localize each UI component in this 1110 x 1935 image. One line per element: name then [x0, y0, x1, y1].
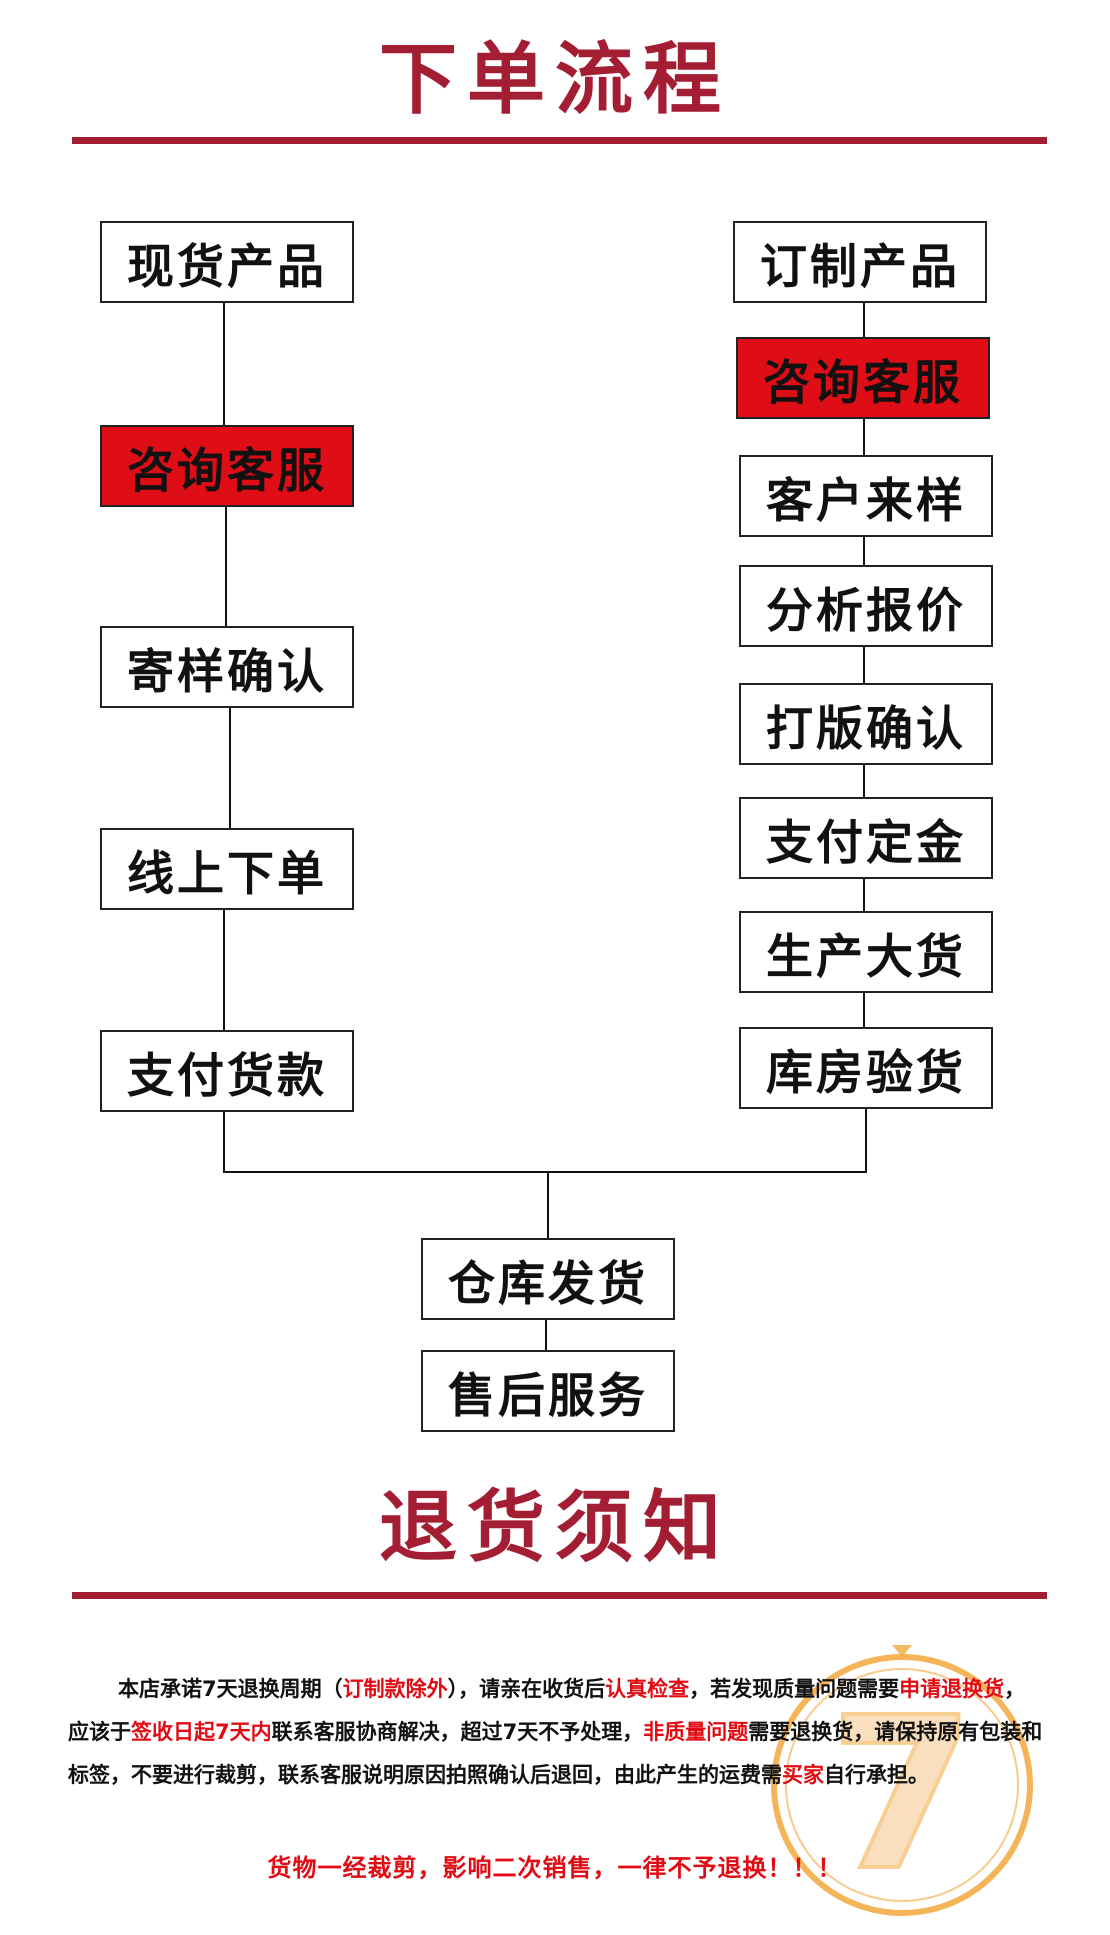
- order-flow-title: 下单流程: [378, 35, 731, 125]
- return-divider: [72, 1592, 1047, 1599]
- flow-step-mass-production: 生产大货: [739, 911, 993, 993]
- flow-step-stock-product: 现货产品: [100, 221, 354, 303]
- flow-step-pay-deposit: 支付定金: [739, 797, 993, 879]
- flow-step-after-sales: 售后服务: [421, 1350, 675, 1432]
- title-divider: [72, 137, 1047, 144]
- flow-step-pay-goods: 支付货款: [100, 1030, 354, 1112]
- final-warning: 货物一经裁剪，影响二次销售，一律不予退换！！！: [267, 1854, 843, 1882]
- flow-step-online-order: 线上下单: [100, 828, 354, 910]
- flow-step-warehouse-ship: 仓库发货: [421, 1238, 675, 1320]
- flow-step-customer-sample: 客户来样: [739, 455, 993, 537]
- badge-number: 7: [829, 1672, 975, 1917]
- seven-day-badge-icon: 7: [771, 1645, 1033, 1919]
- return-notice-text: 本店承诺7天退换周期（订制款除外），请亲在收货后认真检查，若发现质量问题需要申请…: [68, 1677, 1043, 1787]
- return-notice-title: 退货须知: [378, 1483, 731, 1573]
- flow-step-custom-product: 订制产品: [733, 221, 987, 303]
- flow-step-consult-service-custom: 咨询客服: [736, 337, 990, 419]
- flow-step-proof-confirm: 打版确认: [739, 683, 993, 765]
- flow-step-warehouse-inspection: 库房验货: [739, 1027, 993, 1109]
- flow-step-sample-confirm: 寄样确认: [100, 626, 354, 708]
- flow-connectors: [223, 303, 867, 1350]
- flow-step-analysis-quote: 分析报价: [739, 565, 993, 647]
- flow-step-consult-service: 咨询客服: [100, 425, 354, 507]
